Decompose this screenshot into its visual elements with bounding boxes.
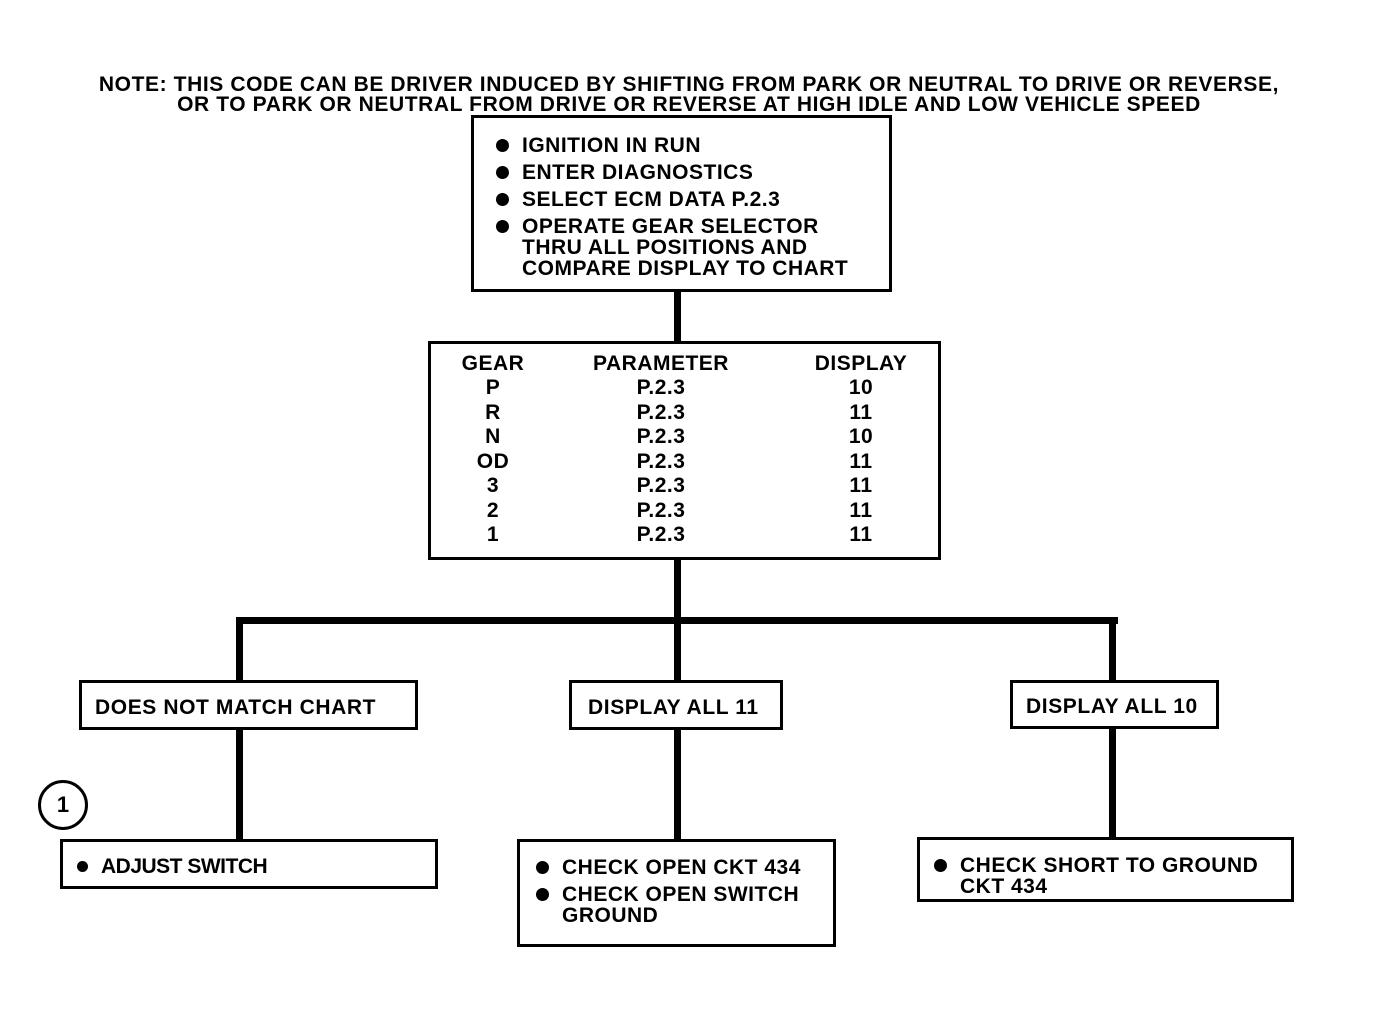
cell-gear: P	[485, 376, 501, 399]
cell-display: 11	[849, 400, 873, 424]
bullet-icon	[536, 888, 549, 901]
connector-bus-to-left	[236, 617, 243, 680]
note-line-1: NOTE: THIS CODE CAN BE DRIVER INDUCED BY…	[98, 73, 1280, 96]
bullet-icon	[496, 166, 509, 179]
action-check-open-switch-ground: CHECK OPEN SWITCH GROUND	[536, 884, 832, 926]
table-row: R P.2.3 11	[431, 401, 938, 425]
note-line-2: OR TO PARK OR NEUTRAL FROM DRIVE OR REVE…	[177, 93, 1201, 116]
cell-gear: 3	[486, 474, 500, 497]
start-step-1: IGNITION IN RUN	[496, 135, 886, 156]
action-check-short-to-ground: CHECK SHORT TO GROUND CKT 434	[934, 855, 1284, 897]
connector-right-to-action	[1109, 727, 1116, 839]
cell-parameter: P.2.3	[636, 449, 686, 473]
connector-middle-to-action	[674, 728, 681, 840]
branch-box-display-all-10: DISPLAY ALL 10	[1010, 680, 1219, 729]
cell-gear: OD	[476, 449, 510, 473]
action-adjust-switch: ADJUST SWITCH	[77, 856, 268, 877]
action-box-check-short: CHECK SHORT TO GROUND CKT 434	[917, 837, 1294, 902]
cell-display: 11	[849, 498, 873, 522]
connector-bus-to-right	[1109, 617, 1116, 680]
table-row: 1 P.2.3 11	[431, 523, 938, 547]
action-box-adjust-switch: ADJUST SWITCH	[60, 839, 438, 889]
branch-label-display-all-10: DISPLAY ALL 10	[1026, 695, 1198, 718]
cell-parameter: P.2.3	[636, 523, 686, 546]
branch-box-does-not-match: DOES NOT MATCH CHART	[79, 680, 418, 730]
bullet-icon	[934, 859, 947, 872]
connector-bus-to-middle	[674, 617, 681, 680]
connector-table-to-bus	[674, 558, 681, 620]
start-step-4: OPERATE GEAR SELECTOR THRU ALL POSITIONS…	[496, 216, 886, 279]
step-number-marker: 1	[38, 780, 88, 830]
cell-parameter: P.2.3	[636, 400, 686, 424]
cell-gear: 1	[486, 523, 500, 546]
cell-parameter: P.2.3	[636, 425, 686, 448]
cell-display: 11	[849, 523, 873, 546]
bullet-icon	[496, 193, 509, 206]
bullet-icon	[77, 861, 88, 872]
table-row: 2 P.2.3 11	[431, 499, 938, 523]
table-row: OD P.2.3 11	[431, 450, 938, 474]
cell-display: 11	[849, 449, 873, 473]
header-gear: GEAR	[461, 352, 525, 375]
start-steps-box: IGNITION IN RUN ENTER DIAGNOSTICS SELECT…	[471, 115, 892, 292]
bullet-icon	[536, 861, 549, 874]
branch-label-display-all-11: DISPLAY ALL 11	[588, 696, 759, 719]
cell-gear: R	[485, 400, 501, 424]
connector-start-to-table	[674, 290, 681, 342]
table-header-row: GEAR PARAMETER DISPLAY	[431, 352, 938, 376]
cell-parameter: P.2.3	[636, 498, 686, 522]
branch-label-does-not-match: DOES NOT MATCH CHART	[95, 696, 377, 719]
cell-display: 10	[848, 376, 874, 399]
table-row: N P.2.3 10	[431, 425, 938, 449]
start-step-3: SELECT ECM DATA P.2.3	[496, 189, 886, 210]
bullet-icon	[496, 139, 509, 152]
header-parameter: PARAMETER	[593, 352, 729, 375]
cell-gear: 2	[486, 498, 500, 522]
bullet-icon	[496, 220, 509, 233]
start-step-2: ENTER DIAGNOSTICS	[496, 162, 886, 183]
cell-display: 11	[849, 474, 873, 497]
header-display: DISPLAY	[814, 352, 908, 375]
cell-parameter: P.2.3	[636, 474, 686, 497]
table-row: 3 P.2.3 11	[431, 474, 938, 498]
cell-parameter: P.2.3	[636, 376, 686, 399]
cell-display: 10	[848, 425, 874, 448]
branch-box-display-all-11: DISPLAY ALL 11	[569, 680, 783, 730]
cell-gear: N	[485, 425, 501, 448]
connector-left-to-action	[236, 728, 243, 840]
action-box-check-open: CHECK OPEN CKT 434 CHECK OPEN SWITCH GRO…	[517, 839, 836, 947]
table-row: P P.2.3 10	[431, 376, 938, 400]
action-check-open-ckt: CHECK OPEN CKT 434	[536, 857, 832, 878]
